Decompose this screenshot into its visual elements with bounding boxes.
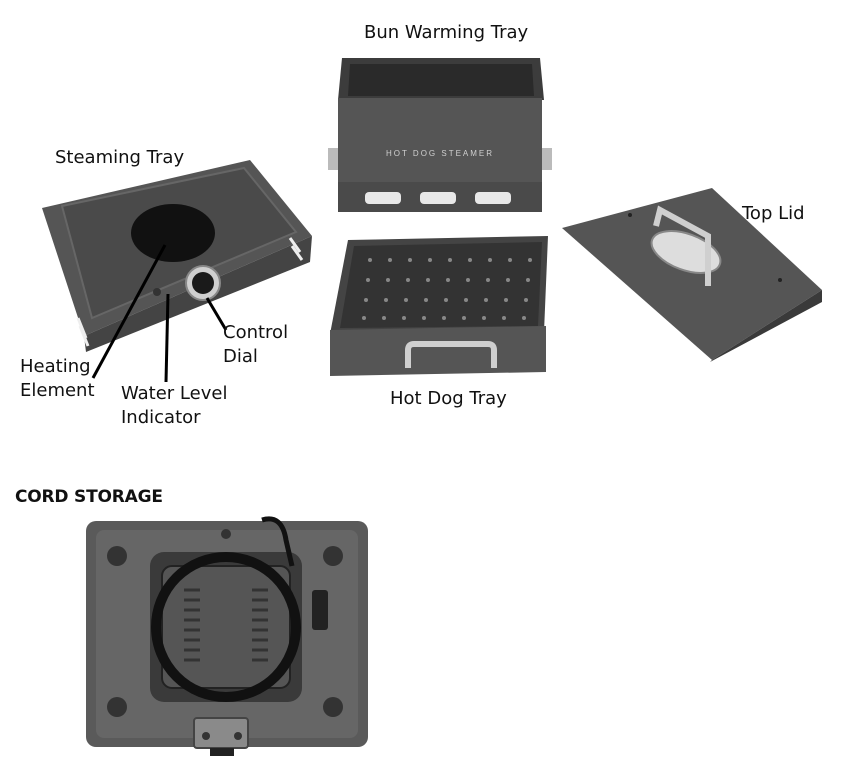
cord-storage-illustration [86, 516, 368, 756]
water-level-indicator-label-line2: Indicator [121, 407, 201, 428]
control-dial-label: Control Dial [223, 321, 288, 369]
cord-storage-heading: CORD STORAGE [15, 487, 163, 507]
control-dial-label-line2: Dial [223, 346, 258, 367]
top-lid-illustration [562, 188, 822, 362]
heating-element-label-line2: Element [20, 380, 95, 401]
callout-lines [91, 244, 228, 383]
hot-dog-tray-label: Hot Dog Tray [390, 388, 507, 409]
bun-warming-tray-label: Bun Warming Tray [364, 22, 529, 43]
tray-engraving: HOT DOG STEAMER [386, 149, 494, 158]
heating-element-label-line1: Heating [20, 356, 91, 377]
water-level-indicator-label-line1: Water Level [121, 383, 228, 404]
steaming-tray-illustration [42, 160, 312, 352]
water-level-indicator-label: Water Level Indicator [121, 382, 227, 430]
bun-warming-tray-illustration: HOT DOG STEAMER [328, 58, 552, 212]
hot-dog-tray-illustration [330, 236, 548, 376]
steaming-tray-label: Steaming Tray [55, 147, 185, 168]
control-dial-label-line1: Control [223, 322, 289, 343]
heating-element-label: Heating Element [20, 355, 95, 403]
top-lid-label: Top Lid [742, 203, 805, 224]
